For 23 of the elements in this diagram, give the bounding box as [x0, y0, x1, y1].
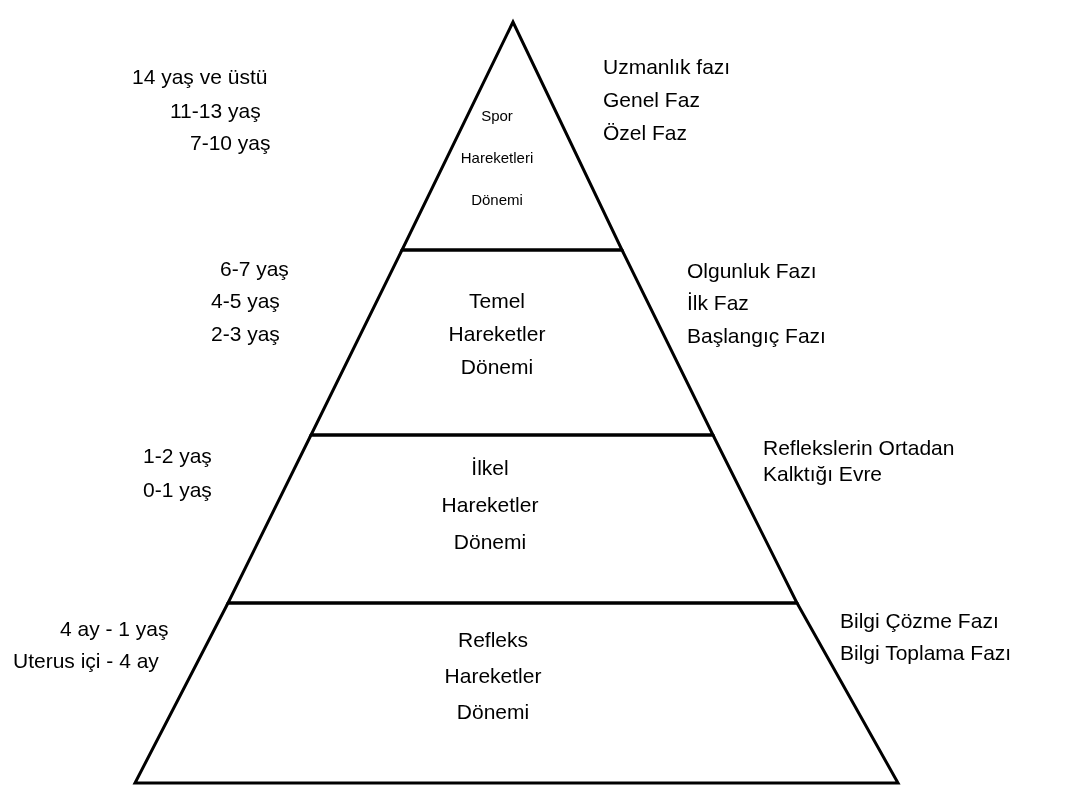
stage-label: 7-10 yaş — [190, 130, 272, 156]
stage-label: Genel Faz — [603, 87, 701, 113]
stage-label: Özel Faz — [603, 120, 689, 146]
stage-label: 4-5 yaş — [211, 288, 281, 314]
band-title: İlkel Hareketler Dönemi — [440, 455, 540, 555]
stage-label: 6-7 yaş — [220, 256, 290, 282]
stage-label: 4 ay - 1 yaş — [60, 616, 170, 642]
stage-label: 14 yaş ve üstü — [132, 64, 269, 90]
stage-label: 0-1 yaş — [143, 477, 213, 503]
stage-label: Bilgi Çözme Fazı — [840, 608, 1000, 634]
band-title: Refleks Hareketler Dönemi — [443, 627, 543, 725]
stage-label: Olgunluk Fazı — [687, 258, 818, 284]
stage-label: Reflekslerin Ortadan Kalktığı Evre — [763, 435, 956, 487]
stage-label: Bilgi Toplama Fazı — [840, 640, 1013, 666]
stage-label: 11-13 yaş — [170, 98, 262, 124]
stage-label: 2-3 yaş — [211, 321, 281, 347]
stage-label: Başlangıç Fazı — [687, 323, 827, 349]
stage-label: 1-2 yaş — [143, 443, 213, 469]
stage-label: İlk Faz — [687, 290, 750, 316]
stage-label: Uterus içi - 4 ay — [13, 648, 160, 674]
band-title: Spor Hareketleri Dönemi — [459, 106, 535, 210]
stage-label: Uzmanlık fazı — [603, 54, 732, 80]
band-title: Temel Hareketler Dönemi — [447, 288, 547, 380]
